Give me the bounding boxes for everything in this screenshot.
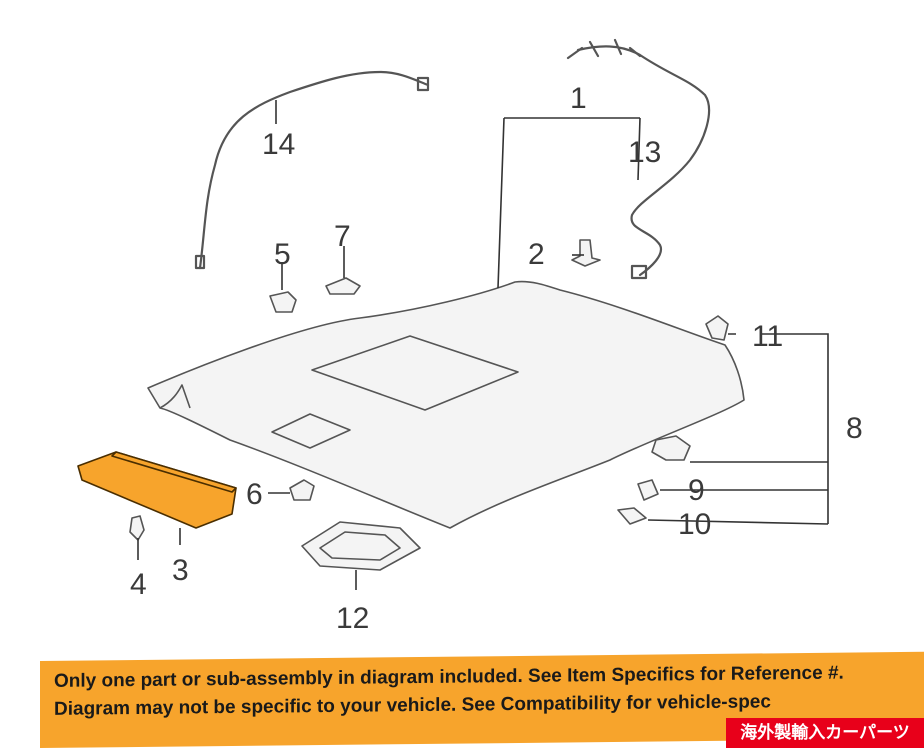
- parts-diagram: 1 2 3 4 5 6 7 8 9 10 11 12 13 14: [77, 38, 863, 635]
- callout-12: 12: [336, 602, 369, 635]
- part-11-clip: [705, 315, 729, 341]
- callout-11: 11: [752, 320, 783, 353]
- callout-5: 5: [274, 238, 291, 271]
- part-7-bracket: [325, 277, 361, 295]
- part-4-pin: [129, 515, 145, 541]
- part-14-wire-harness: [194, 70, 430, 270]
- callout-2: 2: [528, 238, 545, 271]
- callout-14: 14: [262, 128, 295, 161]
- part-8-bracket: [651, 435, 691, 461]
- part-9-bolt: [637, 479, 659, 501]
- part-5-bracket: [269, 291, 297, 313]
- part-10-clip: [617, 507, 647, 525]
- callout-8: 8: [846, 412, 863, 445]
- callout-6: 6: [246, 478, 263, 511]
- headliner-panel: [147, 280, 745, 529]
- callout-9: 9: [688, 474, 705, 507]
- disclaimer-line-1: Only one part or sub-assembly in diagram…: [54, 662, 844, 692]
- callout-1: 1: [570, 82, 587, 115]
- part-3-sun-visor: [77, 451, 237, 529]
- callout-13: 13: [628, 136, 661, 169]
- part-12-dome-lamp: [301, 521, 421, 571]
- leader-lines: [137, 100, 829, 590]
- part-6-clip: [289, 479, 315, 501]
- disclaimer-line-2: Diagram may not be specific to your vehi…: [54, 691, 771, 720]
- callout-7: 7: [334, 220, 351, 253]
- part-13-wire-harness: [566, 38, 710, 280]
- callout-4: 4: [130, 568, 147, 601]
- callout-3: 3: [172, 554, 189, 587]
- part-2-clip: [571, 239, 601, 267]
- seller-badge: 海外製輸入カーパーツ: [726, 718, 924, 748]
- callout-10: 10: [678, 508, 711, 541]
